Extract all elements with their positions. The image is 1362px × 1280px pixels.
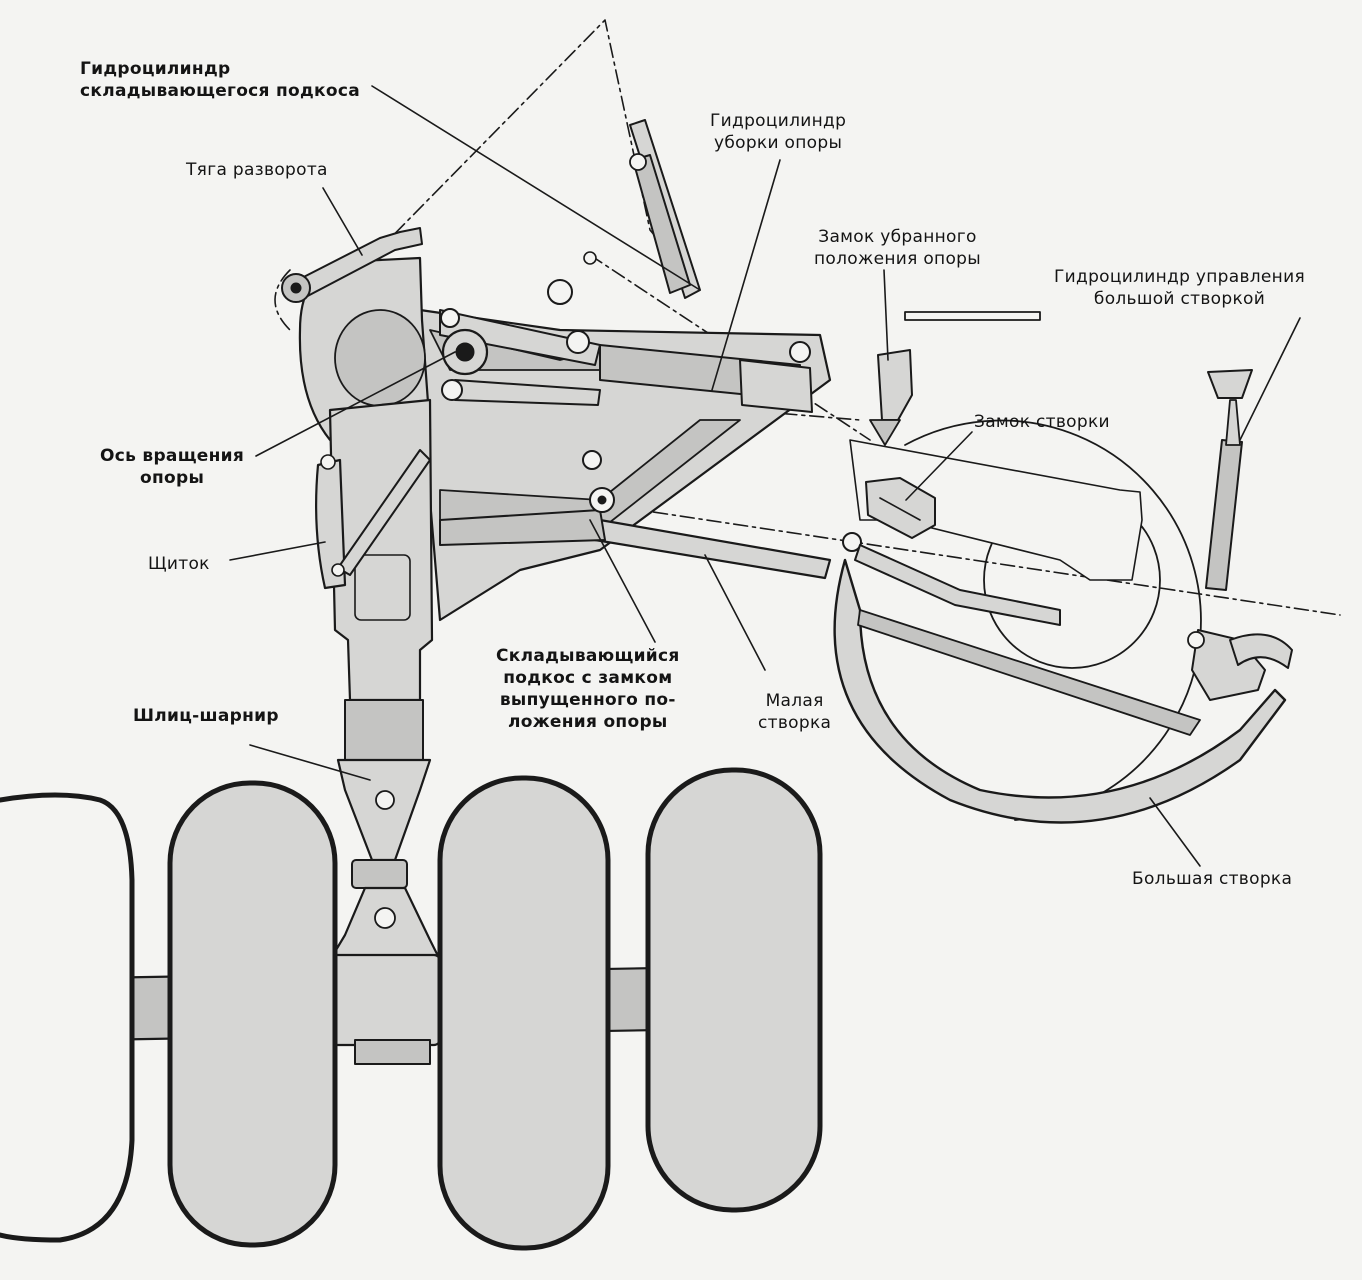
door-lock-part <box>865 477 936 539</box>
door-hinge-arm <box>854 544 1061 626</box>
label-steering-rod: Тяга разворота <box>186 160 328 180</box>
big-door-inner <box>857 609 1201 736</box>
strut-window <box>354 554 411 621</box>
drag-links <box>337 309 601 576</box>
wheel-4 <box>645 767 823 1213</box>
label-uplock: Замок убранного положения опоры <box>814 227 981 269</box>
label-big-door: Большая створка <box>1132 869 1293 889</box>
big-door-cylinder-part <box>1187 369 1293 701</box>
joint-pins <box>320 251 862 577</box>
label-small-door: Малая створка <box>758 691 832 733</box>
label-pivot-axis: Ось вращения опоры <box>100 446 245 488</box>
uplock-part <box>869 311 1041 446</box>
label-torque-link: Шлиц-шарнир <box>133 706 279 726</box>
steering-rod-part <box>281 227 423 303</box>
label-big-door-cylinder: Гидроцилиндр управления большой створкой <box>1054 267 1305 309</box>
leader-lines <box>229 85 1301 867</box>
torque-link-part <box>328 758 442 962</box>
wheel-2 <box>167 780 338 1248</box>
label-folding-strut-cylinder: Гидроцилиндр складывающегося подкоса <box>80 59 361 101</box>
main-strut-lower <box>344 699 424 771</box>
axle-hub <box>328 953 442 1047</box>
main-strut <box>328 398 434 702</box>
label-shield: Щиток <box>148 554 210 574</box>
folding-strut-cylinder-part <box>599 344 813 413</box>
axle-hub-bottom <box>354 1039 431 1065</box>
label-door-lock: Замок створки <box>974 412 1110 432</box>
retraction-cylinder-part <box>629 119 701 299</box>
wheel-3 <box>437 775 611 1251</box>
wheel-1 <box>0 792 135 1243</box>
big-door-part <box>833 558 1287 824</box>
label-folding-strut: Складывающийся подкос с замком выпущенно… <box>496 646 680 732</box>
label-retraction-cylinder: Гидроцилиндр уборки опоры <box>710 111 847 153</box>
